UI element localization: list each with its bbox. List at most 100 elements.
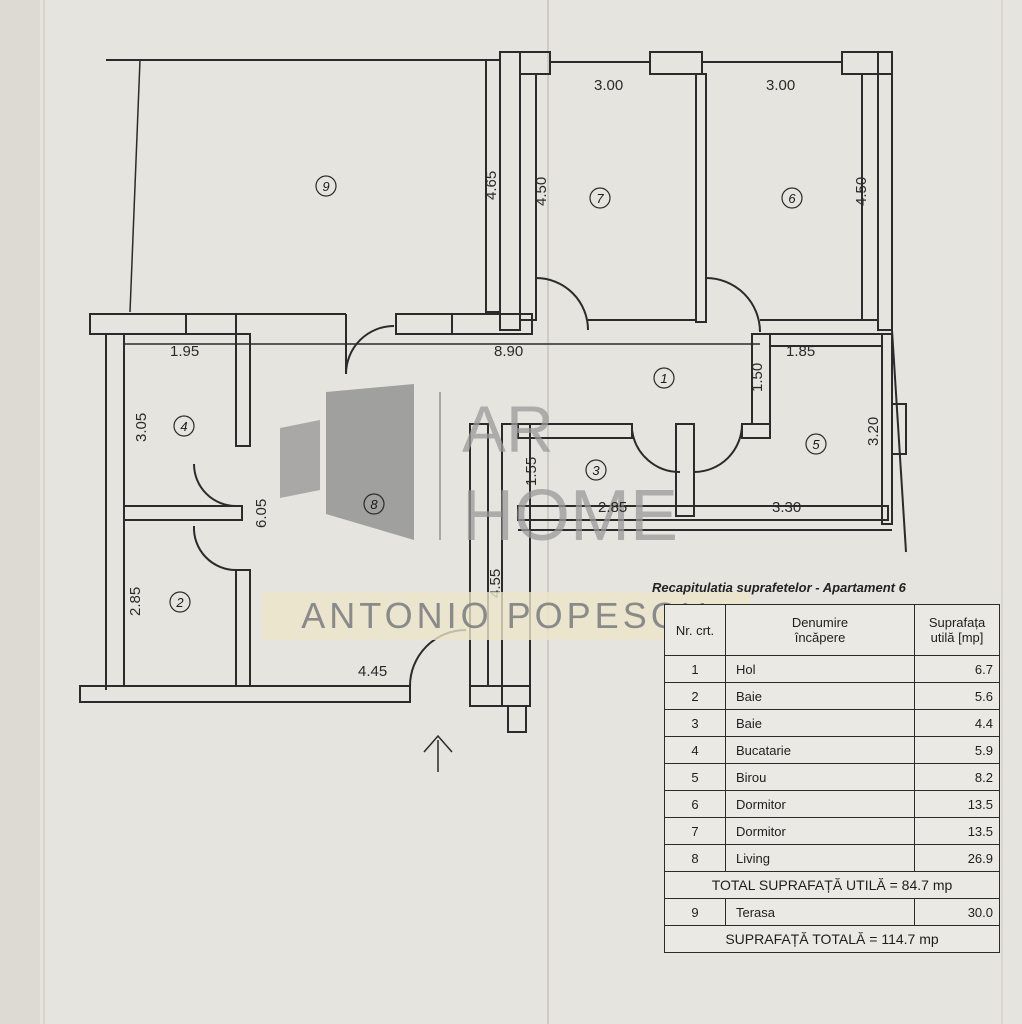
dim-living-width: 4.45 bbox=[358, 663, 387, 680]
header-area-line1: Suprafața bbox=[928, 615, 986, 630]
row-area: 13.5 bbox=[914, 790, 1000, 818]
row-name: Dormitor bbox=[725, 790, 915, 818]
row-nr: 5 bbox=[664, 763, 726, 791]
watermark-line1: AR bbox=[462, 392, 554, 466]
paper-left-shade bbox=[0, 0, 40, 1024]
room-5-circle bbox=[805, 433, 827, 455]
row-name: Dormitor bbox=[725, 817, 915, 845]
header-name-line2: încăpere bbox=[794, 630, 846, 645]
logo-block-large bbox=[326, 384, 414, 540]
table-title: Recapitulatia suprafetelor - Apartament … bbox=[652, 580, 906, 595]
row-name: Baie bbox=[725, 682, 915, 710]
row-area: 26.9 bbox=[914, 844, 1000, 872]
dim-hall-length: 8.90 bbox=[494, 343, 523, 360]
hall-top-wall bbox=[451, 313, 533, 335]
door-swing-bath3 bbox=[631, 429, 681, 474]
dim-room4-width: 1.95 bbox=[170, 343, 199, 360]
row-area: 13.5 bbox=[914, 817, 1000, 845]
row-name: Baie bbox=[725, 709, 915, 737]
door-swing-room6 bbox=[705, 277, 761, 333]
dim-room6-width: 3.00 bbox=[766, 77, 795, 94]
entry-stub bbox=[507, 705, 527, 733]
room-8-label: 8 bbox=[370, 497, 378, 512]
room-8-circle bbox=[363, 493, 385, 515]
dim-hall-width: 1.50 bbox=[749, 363, 766, 392]
terrace-left-line bbox=[129, 59, 141, 313]
office-bottom-wall bbox=[517, 505, 889, 521]
terrace-area: 30.0 bbox=[914, 898, 1000, 926]
room-7-label: 7 bbox=[596, 191, 604, 206]
total-area: SUPRAFAȚĂ TOTALĂ = 114.7 mp bbox=[664, 925, 1000, 953]
kitchen-bath-partition bbox=[123, 505, 243, 521]
door-swing-terrace bbox=[345, 325, 395, 375]
total-row: SUPRAFAȚĂ TOTALĂ = 114.7 mp bbox=[664, 925, 1000, 953]
dim-living-depth: 4.55 bbox=[487, 569, 504, 598]
room-2-circle bbox=[169, 591, 191, 613]
walls bbox=[79, 51, 907, 733]
dim-room8-height: 6.05 bbox=[253, 499, 270, 528]
row-nr: 8 bbox=[664, 844, 726, 872]
row-name: Birou bbox=[725, 763, 915, 791]
room-2-label: 2 bbox=[175, 595, 184, 610]
dim-room7-height: 4.50 bbox=[533, 177, 550, 206]
terrace-nr: 9 bbox=[664, 898, 726, 926]
watermark-logo: AR HOME bbox=[280, 384, 678, 556]
hall-right-wall bbox=[751, 333, 771, 425]
row-nr: 2 bbox=[664, 682, 726, 710]
room-4-label: 4 bbox=[180, 419, 187, 434]
dim-room6-height: 4.50 bbox=[853, 177, 870, 206]
row-name: Hol bbox=[725, 655, 915, 683]
row-area: 5.6 bbox=[914, 682, 1000, 710]
room-6-label: 6 bbox=[788, 191, 796, 206]
watermark-line2: HOME bbox=[462, 476, 678, 556]
right-outer-wall bbox=[891, 329, 907, 553]
room6-inner-right bbox=[861, 73, 879, 321]
room-1-circle bbox=[653, 367, 675, 389]
row-name: Living bbox=[725, 844, 915, 872]
office-window bbox=[891, 403, 907, 455]
dim-room5-width: 1.85 bbox=[786, 343, 815, 360]
dim-room5-height: 3.20 bbox=[865, 417, 882, 446]
logo-block-small bbox=[280, 420, 320, 498]
room-5-label: 5 bbox=[812, 437, 820, 452]
room-3-label: 3 bbox=[592, 463, 600, 478]
room7-inner-left bbox=[519, 73, 537, 321]
row-nr: 4 bbox=[664, 736, 726, 764]
room-3-circle bbox=[585, 459, 607, 481]
dim-room4-height: 3.05 bbox=[133, 413, 150, 442]
door-swing-bath2 bbox=[192, 525, 237, 572]
row-name: Bucatarie bbox=[725, 736, 915, 764]
row-area: 6.7 bbox=[914, 655, 1000, 683]
bath3-office-partition bbox=[675, 423, 695, 517]
room-9-label: 9 bbox=[322, 179, 329, 194]
row-nr: 7 bbox=[664, 817, 726, 845]
header-name-line1: Denumire bbox=[791, 615, 849, 630]
dim-room2-height: 2.85 bbox=[127, 587, 144, 616]
room-markers bbox=[169, 175, 827, 613]
dim-room3-width: 2.85 bbox=[598, 499, 627, 516]
terrace-name: Terasa bbox=[725, 898, 915, 926]
dim-room7-width: 3.00 bbox=[594, 77, 623, 94]
row-nr: 1 bbox=[664, 655, 726, 683]
total-useful: TOTAL SUPRAFAȚĂ UTILĂ = 84.7 mp bbox=[664, 871, 1000, 899]
row-area: 8.2 bbox=[914, 763, 1000, 791]
room-9-circle bbox=[315, 175, 337, 197]
door-swing-room7 bbox=[535, 277, 589, 331]
total-useful-row: TOTAL SUPRAFAȚĂ UTILĂ = 84.7 mp bbox=[664, 871, 1000, 899]
entry-bottom-wall bbox=[469, 685, 531, 707]
row-area: 5.9 bbox=[914, 736, 1000, 764]
kitchen-right-wall bbox=[235, 333, 251, 447]
